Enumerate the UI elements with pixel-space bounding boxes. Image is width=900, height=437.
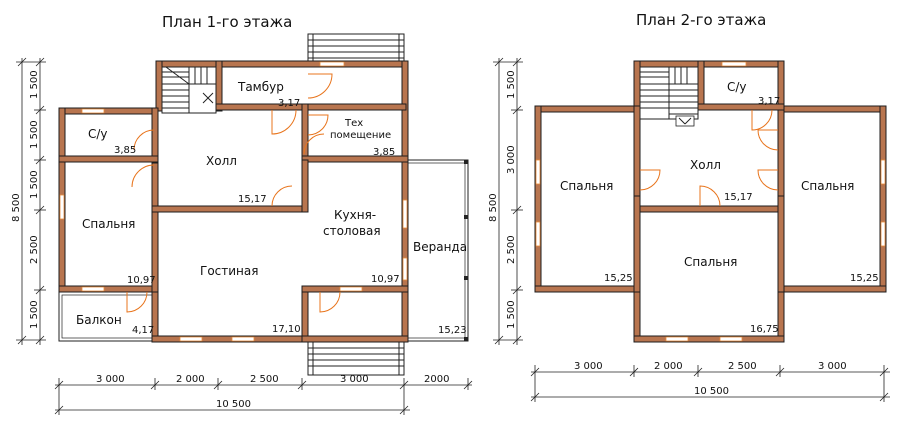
bedroom-label: Спальня <box>82 217 135 231</box>
floor1-walls <box>58 60 409 343</box>
f2-dim-total: 10 500 <box>694 386 729 397</box>
veranda-area: 15,23 <box>438 325 467 336</box>
dim-left-5: 1 500 <box>29 300 40 329</box>
dim-bottom-2: 2 000 <box>176 374 205 385</box>
bedroom-left-label: Спальня <box>560 179 613 193</box>
f2-dim-left-1: 1 500 <box>506 70 517 99</box>
dim-bottom-1: 3 000 <box>96 374 125 385</box>
hall2-area: 15,17 <box>724 192 753 203</box>
bedroom-center-area: 16,75 <box>750 324 779 335</box>
dim-left-3: 1 500 <box>29 170 40 199</box>
floor2-title: План 2-го этажа <box>636 11 766 29</box>
f2-dim-left-2: 3 000 <box>506 145 517 174</box>
dim-bottom-5: 2000 <box>424 374 449 385</box>
floor2-plan: С/у 3,17 Холл 15,17 Спальня 15,25 Спальн… <box>488 57 890 402</box>
floor1-staircase <box>161 66 217 114</box>
balcony-label: Балкон <box>76 313 122 327</box>
floor1-doors <box>126 73 341 313</box>
top-porch <box>307 33 405 65</box>
tech-room-label-2: помещение <box>330 130 391 141</box>
f2-dim-bottom-4: 3 000 <box>818 361 847 372</box>
dim-left-total: 8 500 <box>11 193 22 222</box>
tech-room-area: 3,85 <box>373 147 395 158</box>
floor1-plan: Тамбур 3,17 Тех помещение 3,85 С/у 3,85 … <box>11 33 473 415</box>
wc-area: 3,85 <box>114 145 136 156</box>
floor2-staircase <box>639 66 699 127</box>
f2-dim-left-total: 8 500 <box>488 193 499 222</box>
bedroom-center-label: Спальня <box>684 255 737 269</box>
floor2-windows <box>535 61 886 342</box>
f2-dim-bottom-3: 2 500 <box>728 361 757 372</box>
floor1-room-labels: Тамбур 3,17 Тех помещение 3,85 С/у 3,85 … <box>76 80 467 336</box>
hall-label: Холл <box>206 154 237 168</box>
dim-left-2: 1 500 <box>29 120 40 149</box>
wc2-area: 3,17 <box>758 96 780 107</box>
kitchen-label-1: Кухня- <box>334 208 376 222</box>
dim-bottom-3: 2 500 <box>250 374 279 385</box>
floor1-windows <box>59 61 408 342</box>
floor2-doors <box>639 109 779 207</box>
dim-left-1: 1 500 <box>29 70 40 99</box>
bedroom-right-area: 15,25 <box>850 273 879 284</box>
dim-total: 10 500 <box>216 399 251 410</box>
floor1-title: План 1-го этажа <box>162 13 292 31</box>
floor1-dimensions: 3 000 2 000 2 500 3 000 2000 10 500 1 50… <box>11 57 473 415</box>
hall2-label: Холл <box>690 158 721 172</box>
floor2-room-labels: С/у 3,17 Холл 15,17 Спальня 15,25 Спальн… <box>560 80 879 335</box>
floor2-dimensions: 3 000 2 000 2 500 3 000 10 500 1 500 3 0… <box>488 57 890 402</box>
bedroom-right-label: Спальня <box>801 179 854 193</box>
f2-dim-left-3: 2 500 <box>506 235 517 264</box>
wc-label: С/у <box>88 127 108 141</box>
tech-room-label-1: Тех <box>344 118 363 129</box>
f2-dim-bottom-1: 3 000 <box>574 361 603 372</box>
living-area: 17,10 <box>272 324 301 335</box>
dim-left-4: 2 500 <box>29 235 40 264</box>
f2-dim-left-4: 1 500 <box>506 300 517 329</box>
tambur-label: Тамбур <box>237 80 284 94</box>
veranda-label: Веранда <box>413 240 467 254</box>
kitchen-area: 10,97 <box>371 274 400 285</box>
floor2-walls <box>534 60 887 343</box>
dim-bottom-4: 3 000 <box>340 374 369 385</box>
wc2-label: С/у <box>727 80 747 94</box>
kitchen-label-2: столовая <box>323 224 381 238</box>
tambur-area: 3,17 <box>278 98 300 109</box>
f2-dim-bottom-2: 2 000 <box>654 361 683 372</box>
living-label: Гостиная <box>200 264 258 278</box>
hall-area: 15,17 <box>238 194 267 205</box>
bottom-porch <box>307 340 405 376</box>
bedroom-area: 10,97 <box>127 275 156 286</box>
balcony-area: 4,17 <box>132 325 154 336</box>
bedroom-left-area: 15,25 <box>604 273 633 284</box>
